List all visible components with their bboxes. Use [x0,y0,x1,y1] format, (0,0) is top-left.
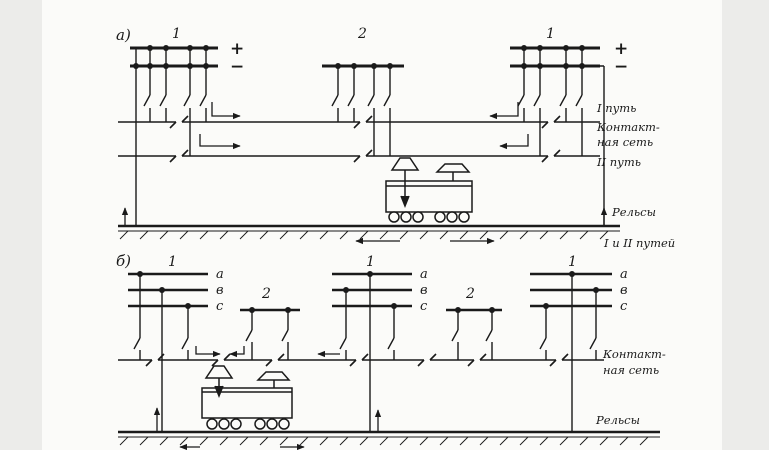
substation-b-4 [446,307,502,360]
contact-line-label-a-1: Контакт- [596,120,660,134]
panel-b: б) 1 a в c 2 [116,252,666,450]
substation-b-3-number: 1 [366,254,375,270]
phase-c-label-b3: c [420,299,428,314]
substation-b-2 [240,307,300,360]
substation-b-2-number: 2 [261,286,271,302]
substation-right-number-a: 1 [546,26,555,42]
plus-right: + [614,39,628,59]
substation-right-a [510,45,605,226]
current-arrows-b [153,346,382,432]
phase-a-label-b5: a [620,267,628,282]
phase-c-label-b5: c [620,299,628,314]
substation-b-5-number: 1 [568,254,577,270]
substation-middle-a [322,63,404,156]
substation-b-1-number: 1 [168,254,177,270]
locomotive-a [385,157,473,223]
contact-line-label-b-1: Контакт- [602,347,666,361]
panel-a-label: а) [116,26,131,44]
contact-wire-b [118,353,604,367]
substation-left-a [130,45,218,226]
contact-wire-track-2 [118,149,600,163]
substation-left-number-a: 1 [172,26,181,42]
tracks-note: I и II путей [603,236,675,250]
phase-b-label-b5: в [620,283,628,298]
rails-label-b: Рельсы [595,413,640,427]
phase-b-label-b3: в [420,283,428,298]
track-1-label: I путь [596,101,636,115]
rails-label-a: Рельсы [611,205,656,219]
substation-middle-number-a: 2 [357,26,367,42]
plus-left: + [230,39,244,59]
rails-a [118,224,620,245]
substation-b-1 [128,271,208,432]
minus-right: − [614,57,628,77]
contact-line-label-b-2: ная сеть [603,363,659,377]
phase-c-label-b1: c [216,299,224,314]
phase-a-label-b3: a [420,267,428,282]
phase-b-label-b1: в [216,283,224,298]
contact-wire-track-1 [118,115,600,129]
phase-a-label-b1: a [216,267,224,282]
current-arrows-a [121,102,608,226]
track-2-label: II путь [596,155,641,169]
rails-b [118,430,660,450]
substation-b-5 [530,271,612,432]
panel-b-label: б) [116,252,131,270]
panel-a: а) 1 + − [116,26,675,250]
contact-line-label-a-2: ная сеть [597,135,653,149]
minus-left: − [230,57,244,77]
locomotive-b [201,365,293,430]
substation-b-3 [332,271,412,432]
substation-b-4-number: 2 [465,286,475,302]
